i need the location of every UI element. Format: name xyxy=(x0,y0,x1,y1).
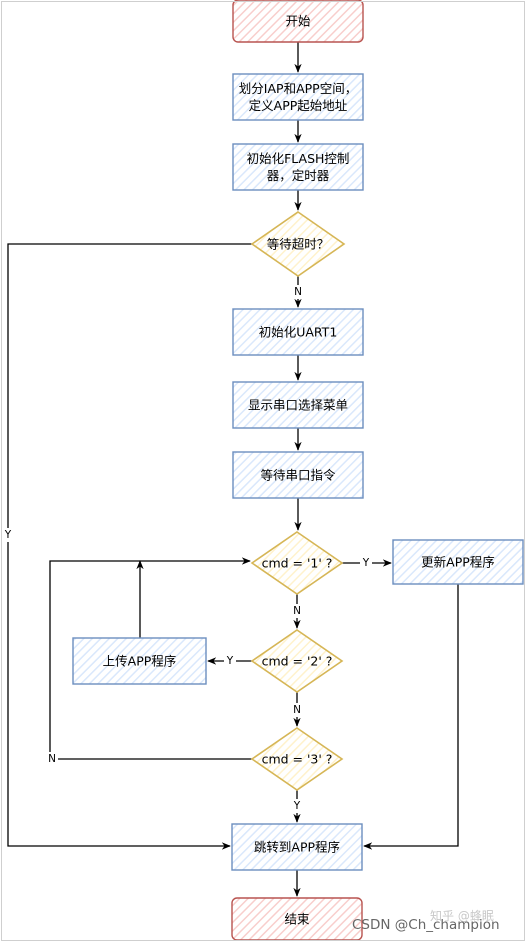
partition-label: 划分IAP和APP空间， xyxy=(239,81,357,96)
cmd1-decision: cmd = '1' ? xyxy=(250,531,344,595)
jump-app-process: 跳转到APP程序 xyxy=(231,823,363,871)
cmd3-label: cmd = '3' ? xyxy=(262,752,333,767)
show-menu-process: 显示串口选择菜单 xyxy=(232,381,364,429)
cmd2-shape xyxy=(250,629,344,693)
edge-label-bg xyxy=(224,654,236,668)
cmd2-label: cmd = '2' ? xyxy=(262,654,333,669)
partition-process: 划分IAP和APP空间， 定义APP起始地址 xyxy=(232,73,364,121)
edge-label-bg xyxy=(292,285,304,299)
upload-app-label: 上传APP程序 xyxy=(103,654,177,669)
wait-cmd-shape xyxy=(232,451,364,499)
init-flash-label: 初始化FLASH控制 xyxy=(247,151,350,166)
edge-label-n: N xyxy=(294,286,302,298)
init-uart-shape xyxy=(232,308,364,356)
show-menu-label: 显示串口选择菜单 xyxy=(248,398,348,413)
jump-app-label: 跳转到APP程序 xyxy=(254,840,340,855)
update-app-process: 更新APP程序 xyxy=(392,539,524,585)
cmd1-shape xyxy=(250,531,344,595)
wait-timeout-decision: 等待超时？ xyxy=(250,211,346,277)
zhihu-watermark: 知乎 @蜂眠 xyxy=(430,909,494,923)
partition-shape xyxy=(232,73,364,121)
edge-label-n: N xyxy=(48,753,56,765)
cmd1-label: cmd = '1' ? xyxy=(262,556,333,571)
start-label: 开始 xyxy=(285,14,311,29)
edge-label-bg xyxy=(291,703,303,717)
jump-app-shape xyxy=(231,823,363,871)
edge-update-app-to-jump-app xyxy=(363,584,459,850)
edge-label-bg xyxy=(291,604,303,618)
edge-label-n: N xyxy=(293,605,301,617)
upload-app-process: 上传APP程序 xyxy=(72,637,207,685)
init-flash-shape xyxy=(232,143,364,191)
init-uart-label: 初始化UART1 xyxy=(259,325,338,340)
cmd2-decision: cmd = '2' ? xyxy=(250,629,344,693)
edge-label-bg xyxy=(291,799,303,813)
edge-label-n: N xyxy=(293,704,301,716)
update-app-shape xyxy=(392,539,524,585)
upload-app-shape xyxy=(72,637,207,685)
partition-label: 定义APP起始地址 xyxy=(249,98,348,113)
start-shape xyxy=(232,0,364,43)
edge-cmd3-to-cmd1 xyxy=(49,557,252,760)
wait-timeout-label: 等待超时？ xyxy=(267,237,330,252)
start-terminator: 开始 xyxy=(232,0,364,43)
end-label: 结束 xyxy=(284,912,310,927)
edge-label-bg xyxy=(360,556,372,570)
cmd3-decision: cmd = '3' ? xyxy=(250,727,344,791)
end-terminator: 结束 xyxy=(231,897,363,941)
init-uart-process: 初始化UART1 xyxy=(232,308,364,356)
edge-label-y: Y xyxy=(226,655,234,667)
init-flash-label: 器，定时器 xyxy=(267,168,330,183)
edge-label-bg xyxy=(46,752,58,766)
edge-wait-timeout-to-jump-app xyxy=(7,243,252,850)
cmd3-shape xyxy=(250,727,344,791)
wait-cmd-label: 等待串口指令 xyxy=(260,468,336,483)
csdn-watermark: CSDN @Ch_champion xyxy=(352,917,500,933)
edge-label-y: Y xyxy=(4,529,12,541)
wait-cmd-process: 等待串口指令 xyxy=(232,451,364,499)
show-menu-shape xyxy=(232,381,364,429)
update-app-label: 更新APP程序 xyxy=(421,555,495,570)
edge-label-bg xyxy=(2,528,14,542)
edge-label-y: Y xyxy=(362,557,370,569)
wait-timeout-shape xyxy=(250,211,346,277)
edge-label-y: Y xyxy=(293,800,301,812)
